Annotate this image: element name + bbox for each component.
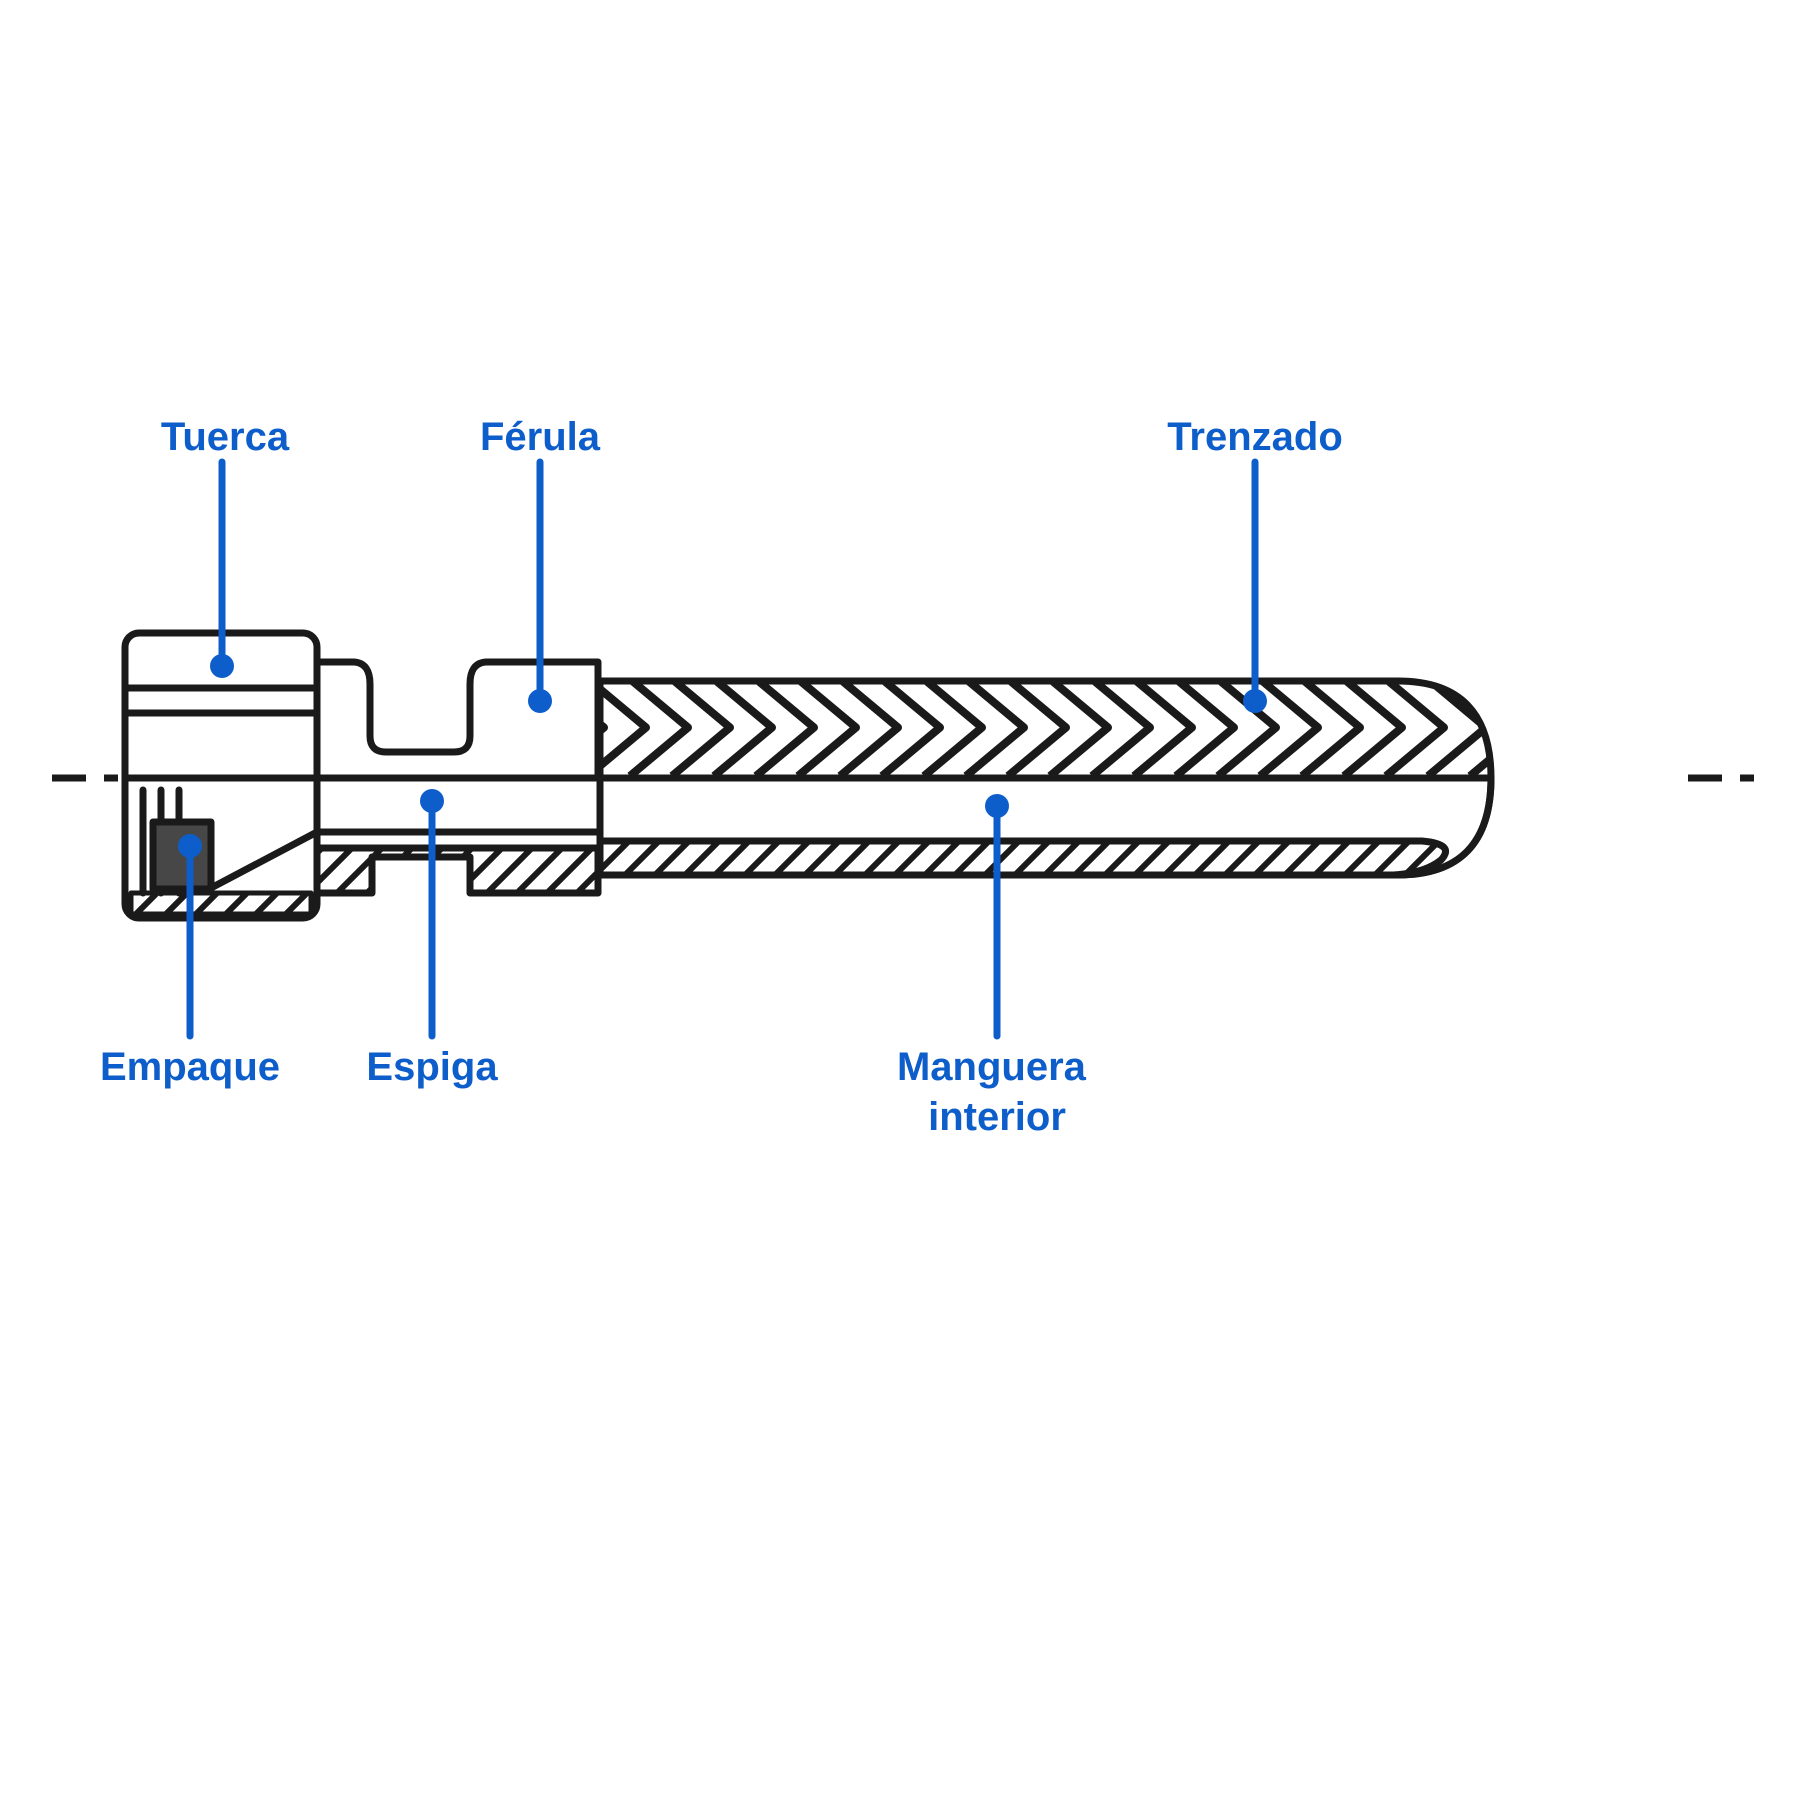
- label-ferula: Férula: [480, 415, 601, 459]
- callout-dot-ferula: [528, 689, 552, 713]
- label-manguera-line2: interior: [928, 1095, 1066, 1139]
- lower-hose-hatch: [596, 837, 1449, 879]
- label-manguera-line1: Manguera: [897, 1045, 1087, 1089]
- callout-dot-tuerca: [210, 654, 234, 678]
- ferrule-shape: [313, 658, 602, 782]
- braid-section: [596, 677, 1495, 782]
- label-manguera-interior: Manguera interior: [897, 1045, 1097, 1139]
- label-trenzado: Trenzado: [1167, 415, 1343, 459]
- callout-dot-espiga: [420, 789, 444, 813]
- callout-dot-manguera: [985, 794, 1009, 818]
- callout-dot-empaque: [178, 834, 202, 858]
- label-tuerca: Tuerca: [161, 415, 290, 459]
- label-empaque: Empaque: [100, 1045, 280, 1089]
- label-espiga: Espiga: [366, 1045, 498, 1089]
- lower-ferrule-hatch: [313, 844, 602, 897]
- spigot-shape: [313, 774, 604, 836]
- cone-line: [207, 828, 321, 892]
- nut-hatch-strip: [128, 890, 314, 917]
- end-cap-outline: [1394, 774, 1495, 879]
- gasket-shape: [149, 818, 215, 893]
- callout-dot-trenzado: [1243, 689, 1267, 713]
